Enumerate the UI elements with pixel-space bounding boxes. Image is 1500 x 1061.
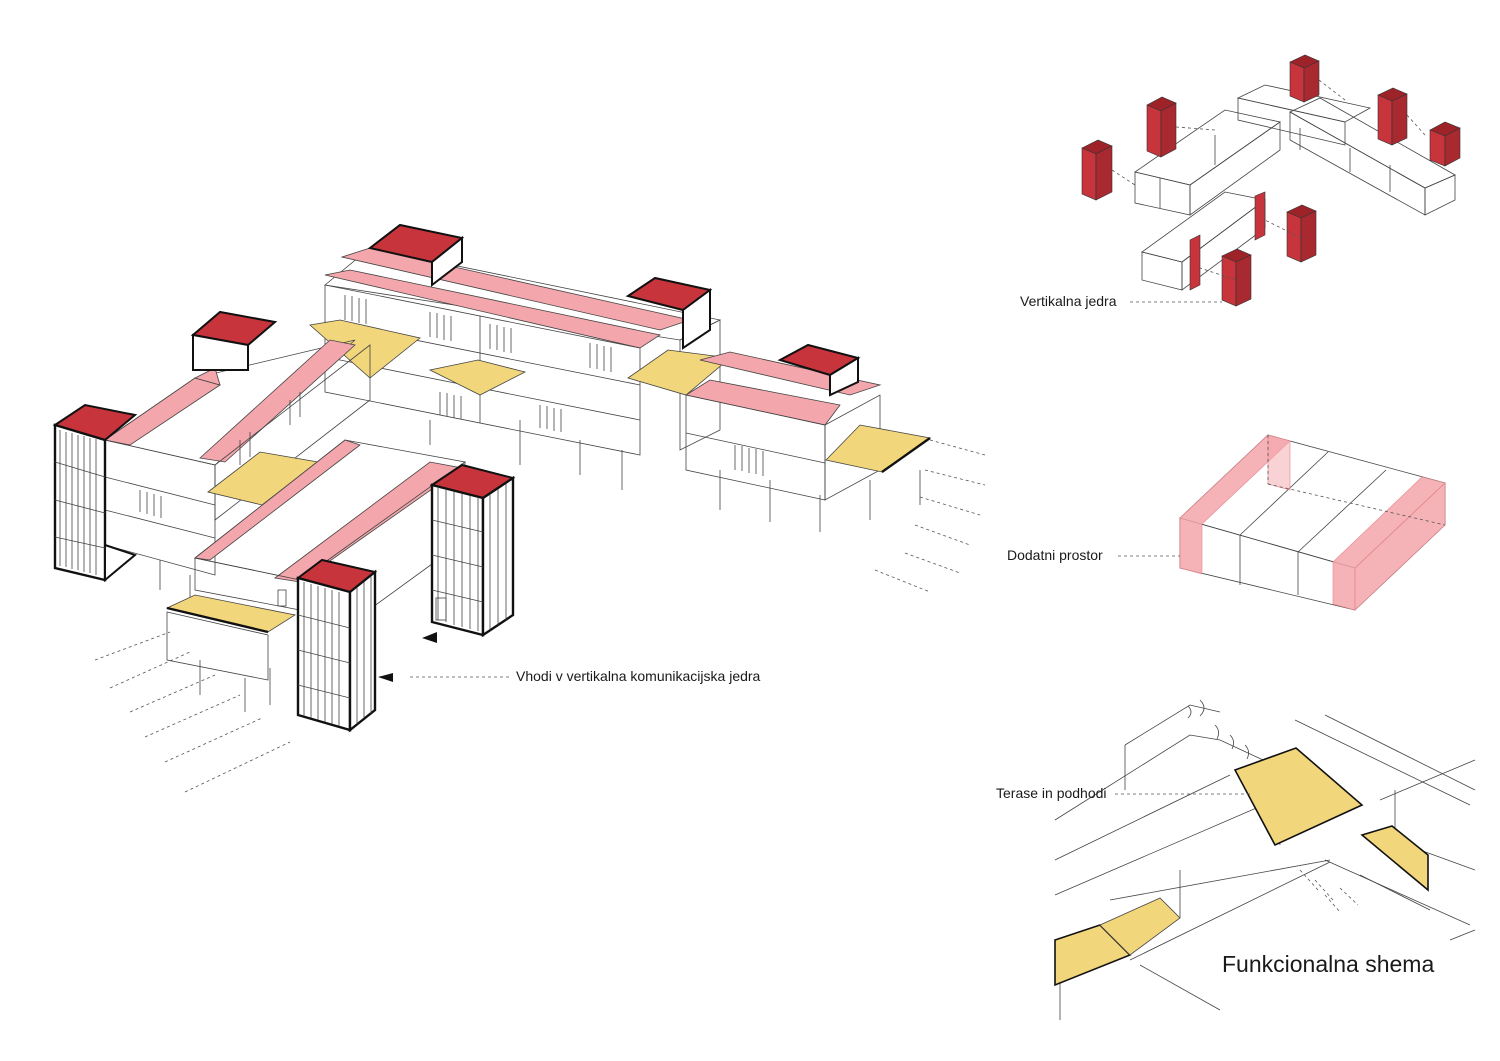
core-prism-1	[1081, 139, 1113, 201]
scheme-additional-space: Dodatni prostor	[1007, 434, 1446, 611]
core-top-center	[367, 223, 465, 288]
ground-lines-right	[874, 439, 986, 593]
terrace-back-2	[428, 359, 527, 396]
core-prism-5	[1429, 121, 1461, 167]
label-vertical-cores: Vertikalna jedra	[1020, 293, 1117, 309]
tower-front-right	[429, 463, 516, 638]
front-under	[166, 611, 269, 681]
core-prism-6	[1286, 204, 1317, 263]
entrance-arrow-1	[422, 632, 437, 643]
entrance-arrow-2	[378, 673, 393, 682]
core-prism-2	[1146, 96, 1177, 158]
core-right-wing	[777, 343, 861, 397]
core-prism-4	[1377, 87, 1408, 146]
core-left-back	[190, 310, 278, 371]
terrace-scheme-top	[1233, 747, 1364, 847]
label-terraces: Terase in podhodi	[996, 785, 1107, 801]
tower-left	[52, 403, 138, 583]
label-additional-space: Dodatni prostor	[1007, 547, 1103, 563]
core-back-right	[625, 276, 713, 350]
terrace-scheme-right	[1360, 825, 1429, 892]
label-entrances: Vhodi v vertikalna komunikacijska jedra	[516, 668, 761, 684]
core-prism-3	[1289, 54, 1320, 103]
front-wing	[194, 439, 466, 661]
tower-front-main	[295, 558, 378, 733]
left-wing	[103, 339, 371, 576]
ground-lines-left	[94, 631, 291, 793]
scheme-vertical-cores: Vertikalna jedra	[1020, 54, 1461, 309]
core-prism-7	[1221, 248, 1252, 307]
scheme-title: Funkcionalna shema	[1222, 951, 1434, 977]
scheme-terraces: Terase in podhodi	[996, 699, 1476, 1020]
main-axonometric-building: Vhodi v vertikalna komunikacijska jedra	[52, 223, 986, 793]
